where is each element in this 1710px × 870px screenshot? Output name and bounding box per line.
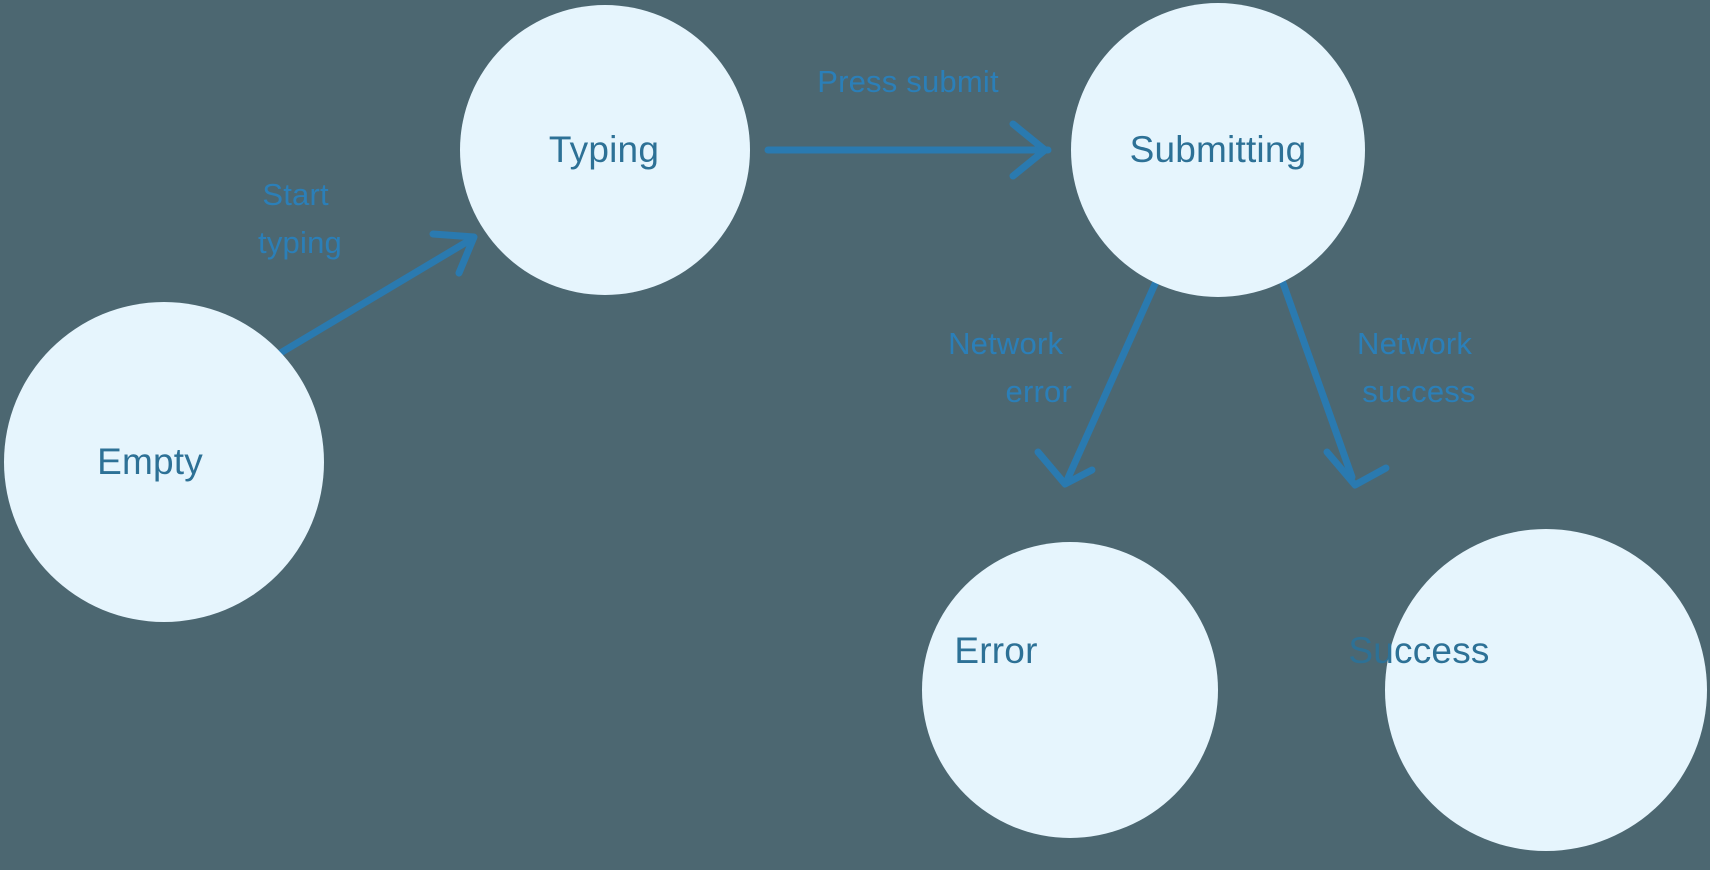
state-node-submitting-label: Submitting (1130, 129, 1307, 170)
edge-submitting-to-success (1279, 279, 1390, 489)
edge-submitting-to-error-arrowhead (1034, 448, 1096, 488)
edge-label-empty-to-typing: Start typing (258, 177, 342, 260)
edge-typing-to-submitting (764, 120, 1052, 180)
edge-label-line: Network (1357, 326, 1472, 361)
edge-submitting-to-error-line (1064, 280, 1159, 482)
state-node-submitting[interactable]: Submitting (1071, 3, 1365, 297)
edge-label-submitting-to-error: Network error (948, 326, 1072, 409)
state-node-empty[interactable]: Empty (4, 302, 324, 622)
state-node-empty-label: Empty (97, 441, 203, 482)
edge-label-line: success (1362, 374, 1475, 409)
edge-submitting-to-error (1034, 280, 1159, 488)
edge-submitting-to-success-arrowhead (1323, 448, 1390, 489)
edge-label-line: Network (948, 326, 1063, 361)
state-node-typing-label: Typing (549, 129, 659, 170)
edge-empty-to-typing-line (273, 236, 474, 359)
state-node-typing-circle[interactable] (460, 5, 750, 295)
state-node-success-label: Success (1348, 630, 1489, 671)
edge-label-line: Start (262, 177, 329, 212)
state-node-success[interactable]: Success (1348, 529, 1707, 851)
edge-label-submitting-to-success: Network success (1357, 326, 1481, 409)
state-node-error[interactable]: Error (922, 542, 1218, 838)
state-node-success-circle[interactable] (1385, 529, 1707, 851)
edge-empty-to-typing (273, 230, 478, 359)
edge-label-line: Press submit (817, 64, 999, 99)
edge-label-line: typing (258, 225, 342, 260)
edge-empty-to-typing-arrowhead (429, 230, 478, 277)
edge-label-line: error (1006, 374, 1072, 409)
state-node-empty-circle[interactable] (4, 302, 324, 622)
state-node-submitting-circle[interactable] (1071, 3, 1365, 297)
edge-label-typing-to-submitting: Press submit (817, 64, 999, 99)
state-node-error-label: Error (954, 630, 1037, 671)
edge-submitting-to-success-line (1279, 279, 1356, 481)
state-node-typing[interactable]: Typing (460, 5, 750, 295)
edge-typing-to-submitting-arrowhead (1009, 120, 1049, 180)
state-node-error-circle[interactable] (922, 542, 1218, 838)
